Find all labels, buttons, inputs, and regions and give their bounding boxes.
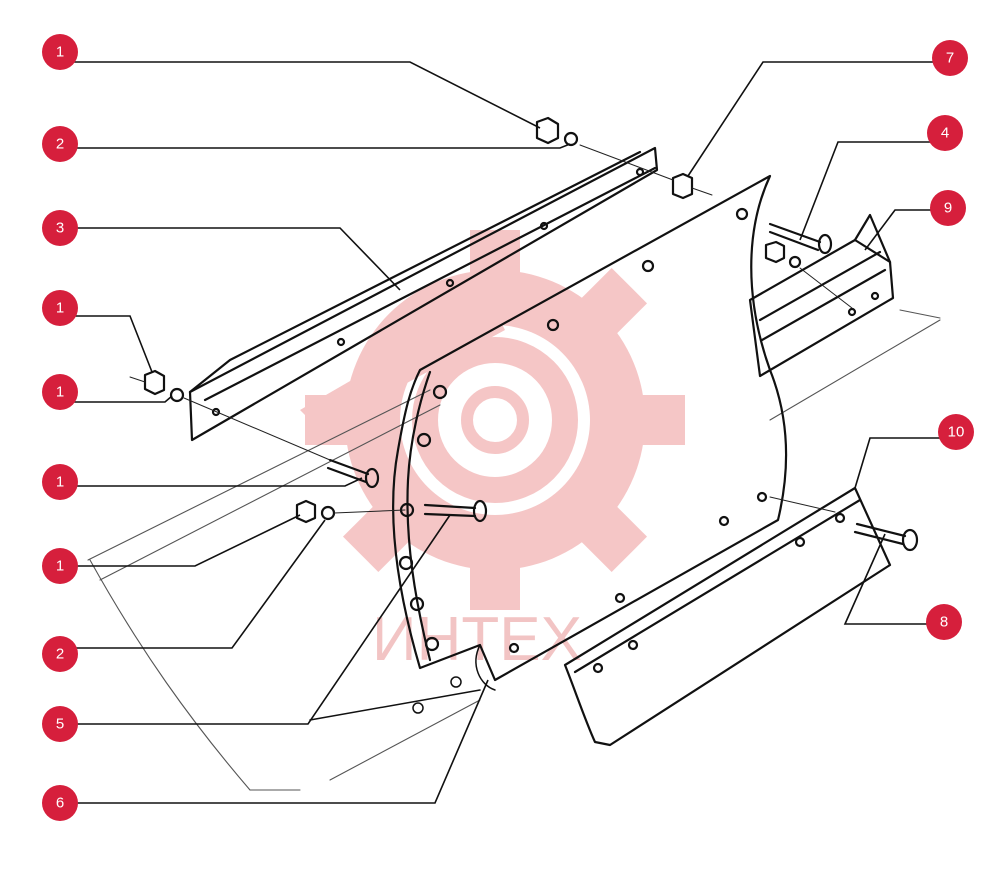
callout-badge-2-top: 2 — [42, 126, 78, 162]
svg-text:4: 4 — [941, 125, 949, 142]
svg-text:9: 9 — [944, 200, 952, 217]
nut-right — [764, 240, 802, 269]
callout-badge-3: 3 — [42, 210, 78, 246]
nut-top — [535, 116, 579, 147]
angle-strip-right — [748, 213, 895, 378]
nut-left — [143, 369, 185, 403]
svg-text:3: 3 — [56, 220, 64, 237]
callout-badge-2-bottom: 2 — [42, 636, 78, 672]
callout-badge-10: 10 — [938, 414, 974, 450]
nut-middle — [295, 499, 336, 524]
callout-badge-1-second: 1 — [42, 290, 78, 326]
angle-strip-upper — [188, 146, 659, 442]
assembly-lines — [129, 144, 853, 514]
bolt-8 — [853, 522, 919, 552]
callout-badge-1-third: 1 — [42, 374, 78, 410]
spacer-7 — [671, 172, 694, 200]
callout-badge-6: 6 — [42, 785, 78, 821]
callout-badge-8: 8 — [926, 604, 962, 640]
callout-badge-1-fifth: 1 — [42, 548, 78, 584]
svg-text:2: 2 — [56, 136, 64, 153]
callout-badge-9: 9 — [930, 190, 966, 226]
watermark-logo — [300, 230, 685, 610]
cutting-edge-lower — [563, 486, 892, 747]
callout-badge-4: 4 — [927, 115, 963, 151]
svg-text:1: 1 — [56, 44, 64, 61]
watermark-text: ИНТЕХ — [372, 605, 582, 674]
svg-text:10: 10 — [948, 424, 965, 441]
callout-badge-1-top: 1 — [42, 34, 78, 70]
callout-badge-5: 5 — [42, 706, 78, 742]
svg-text:1: 1 — [56, 558, 64, 575]
callout-badge-1-fourth: 1 — [42, 464, 78, 500]
svg-text:1: 1 — [56, 474, 64, 491]
svg-text:5: 5 — [56, 716, 64, 733]
svg-text:8: 8 — [940, 614, 948, 631]
bolt-4 — [768, 222, 833, 255]
svg-text:7: 7 — [946, 50, 954, 67]
frame-outline — [87, 309, 941, 791]
callout-badge-7: 7 — [932, 40, 968, 76]
blade-plate — [392, 174, 788, 682]
svg-text:1: 1 — [56, 300, 64, 317]
lower-support — [309, 644, 496, 721]
svg-text:6: 6 — [56, 795, 64, 812]
leader-lines — [60, 61, 950, 804]
svg-text:1: 1 — [56, 384, 64, 401]
svg-text:2: 2 — [56, 646, 64, 663]
